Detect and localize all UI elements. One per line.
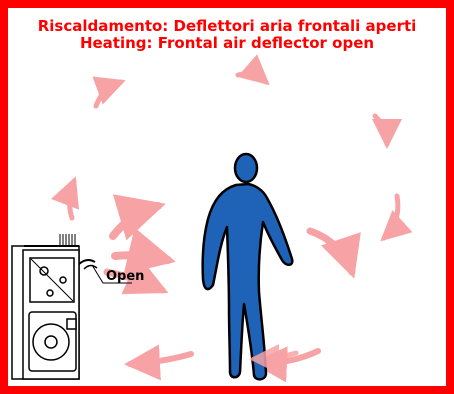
- open-callout: Open: [91, 264, 144, 284]
- airflow-arrow-icon: [380, 193, 413, 242]
- airflow-arrow-icon: [249, 343, 299, 374]
- heater-unit-icon: [11, 234, 98, 380]
- title-line-english: Heating: Frontal air deflector open: [79, 34, 375, 52]
- airflow-arrow-icon: [51, 176, 80, 221]
- airflow-arrow-icon: [235, 54, 270, 86]
- person-icon: [201, 152, 294, 381]
- airflow-arrows: [51, 54, 413, 383]
- airflow-arrow-icon: [371, 113, 402, 149]
- airflow-arrow-icon: [103, 256, 169, 295]
- airflow-arrow-icon: [92, 76, 126, 109]
- airflow-arrow-icon: [124, 344, 194, 381]
- heater-vent-grille: [59, 234, 76, 246]
- airflow-arrow-icon: [111, 227, 176, 275]
- airflow-arrow-icon: [306, 227, 361, 279]
- title-line-italian: Riscaldamento: Deflettori aria frontali …: [37, 17, 417, 35]
- open-label: Open: [106, 269, 144, 284]
- heating-airflow-scene: Open: [11, 54, 413, 383]
- diagram-title: Riscaldamento: Deflettori aria frontali …: [8, 18, 446, 52]
- airflow-foreground: [249, 343, 299, 374]
- airflow-arrow-icon: [109, 194, 166, 241]
